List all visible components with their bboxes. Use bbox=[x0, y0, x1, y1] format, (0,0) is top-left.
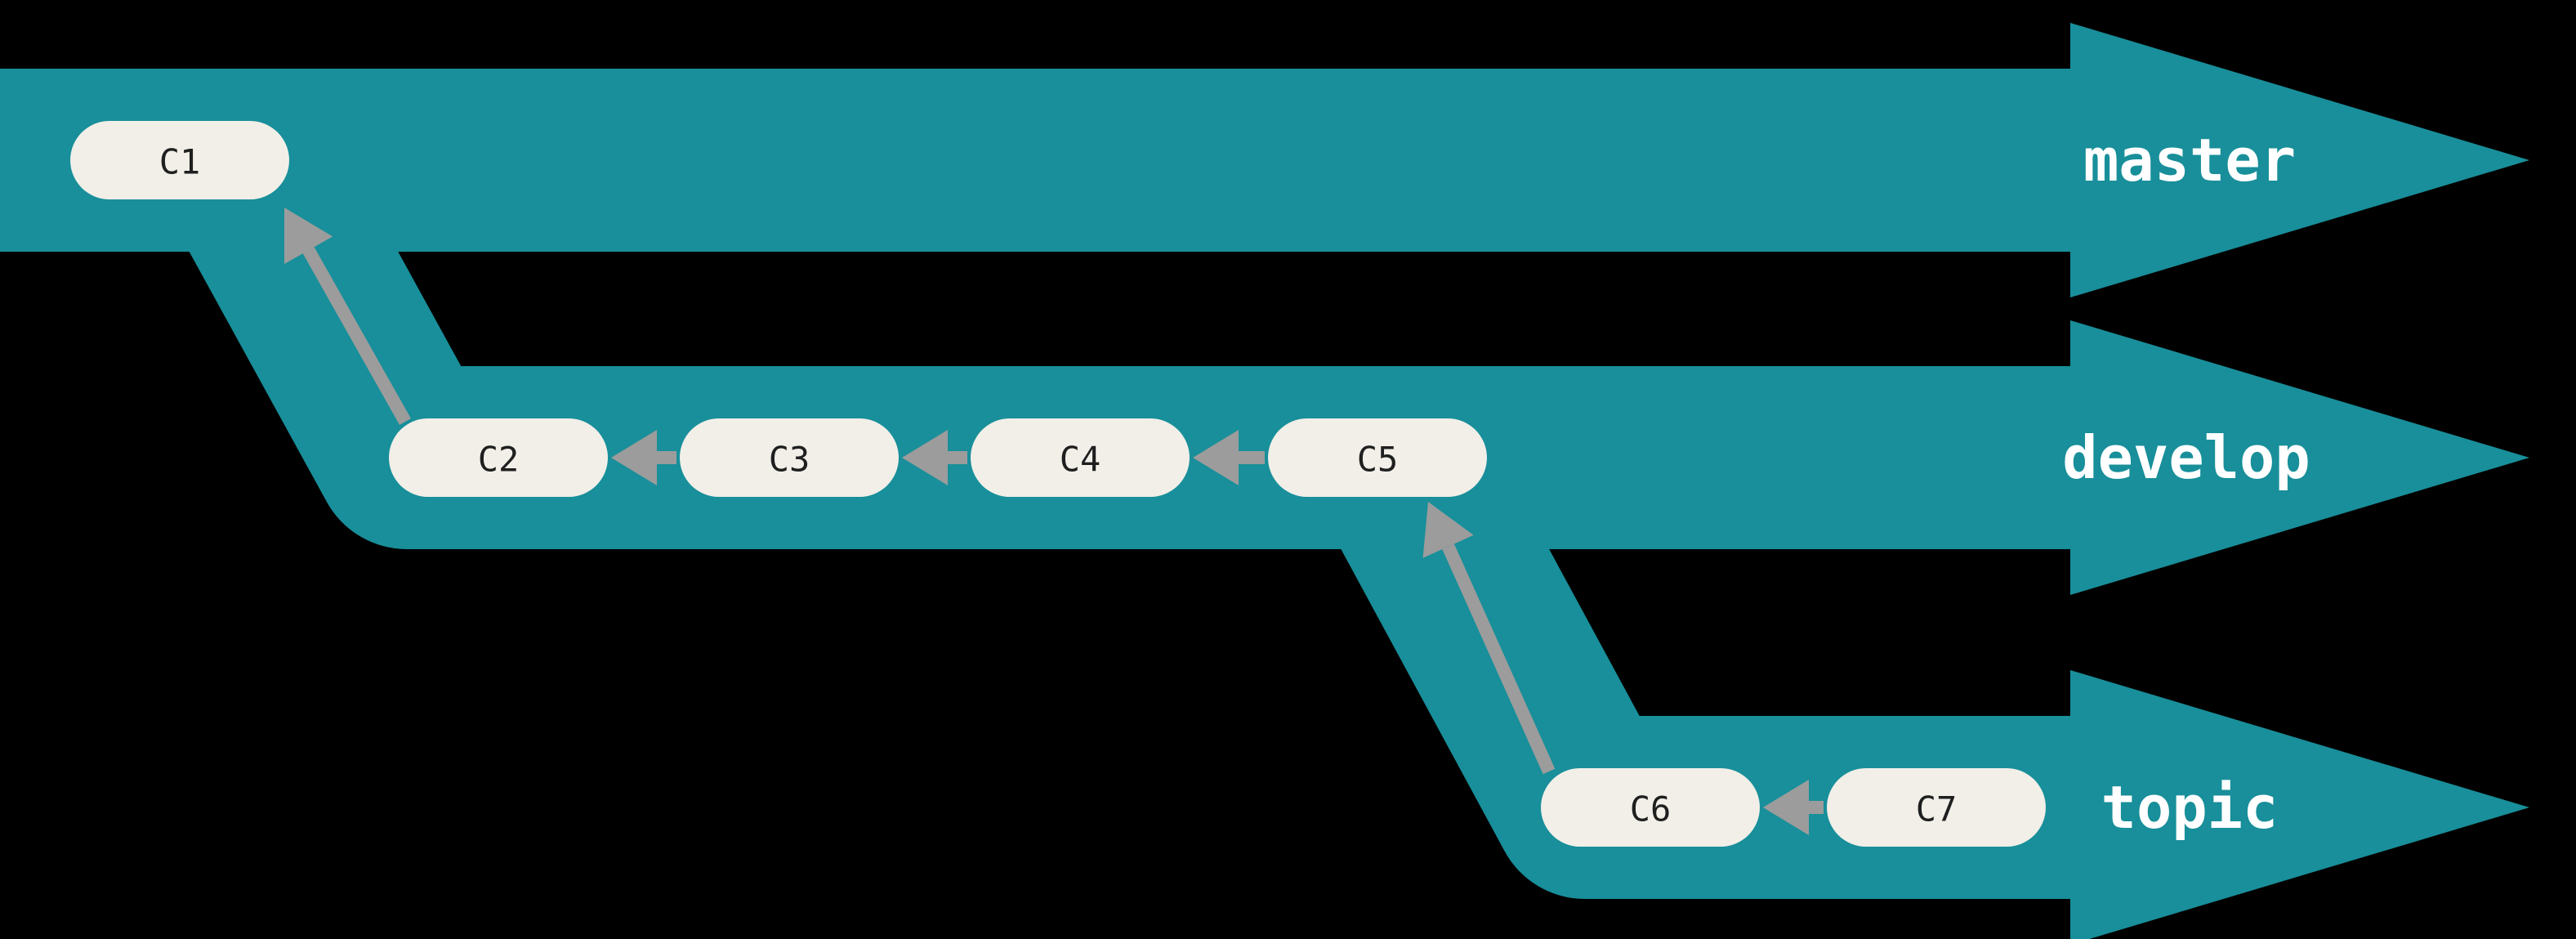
master-arrowhead-icon bbox=[2070, 23, 2529, 297]
commit-node-c7: C7 bbox=[1827, 768, 2046, 847]
commit-pill bbox=[1268, 418, 1487, 497]
parent-arrow-c5-c4 bbox=[1193, 430, 1265, 485]
commit-label: C1 bbox=[159, 142, 201, 182]
parent-arrow-c7-c6 bbox=[1763, 780, 1824, 835]
parent-arrowhead-icon bbox=[1763, 780, 1809, 835]
commit-label: C3 bbox=[769, 440, 810, 480]
parent-arrow-c2-c1 bbox=[284, 208, 411, 425]
parent-arrow-c6-c5 bbox=[1422, 502, 1556, 775]
parent-arrowhead-icon bbox=[284, 208, 333, 264]
parent-arrow-c4-c3 bbox=[902, 430, 967, 485]
branch-label-topic: topic bbox=[2101, 773, 2279, 842]
commit-node-c6: C6 bbox=[1541, 768, 1760, 847]
commit-pill bbox=[680, 418, 899, 497]
commit-node-c2: C2 bbox=[389, 418, 608, 497]
parent-arrowhead-icon bbox=[611, 430, 657, 485]
develop-arrowhead-icon bbox=[2070, 320, 2529, 595]
topic-arrowhead-icon bbox=[2070, 670, 2529, 939]
commit-pill bbox=[70, 121, 289, 199]
commit-label: C4 bbox=[1060, 440, 1101, 480]
branch-label-develop: develop bbox=[2062, 423, 2310, 492]
parent-arrows bbox=[284, 208, 1824, 835]
parent-arrow-shaft bbox=[302, 247, 411, 425]
commit-label: C6 bbox=[1630, 789, 1672, 829]
parent-arrowhead-icon bbox=[1193, 430, 1239, 485]
parent-arrowhead-icon bbox=[1422, 502, 1474, 558]
commit-node-c5: C5 bbox=[1268, 418, 1487, 497]
commit-node-c4: C4 bbox=[971, 418, 1190, 497]
parent-arrow-shaft bbox=[1442, 543, 1556, 775]
commit-label: C7 bbox=[1916, 789, 1958, 829]
commit-pill bbox=[971, 418, 1190, 497]
commit-pill bbox=[1827, 768, 2046, 847]
commit-label: C2 bbox=[478, 440, 520, 480]
branch-label-master: master bbox=[2083, 126, 2296, 195]
commit-pill bbox=[1541, 768, 1760, 847]
commit-node-c1: C1 bbox=[70, 121, 289, 199]
commit-node-c3: C3 bbox=[680, 418, 899, 497]
parent-arrow-c3-c2 bbox=[611, 430, 676, 485]
parent-arrowhead-icon bbox=[902, 430, 948, 485]
commit-nodes: C1 C2 C3 C4 C5 C6 bbox=[70, 121, 2046, 847]
commit-pill bbox=[389, 418, 608, 497]
commit-label: C5 bbox=[1357, 440, 1399, 480]
